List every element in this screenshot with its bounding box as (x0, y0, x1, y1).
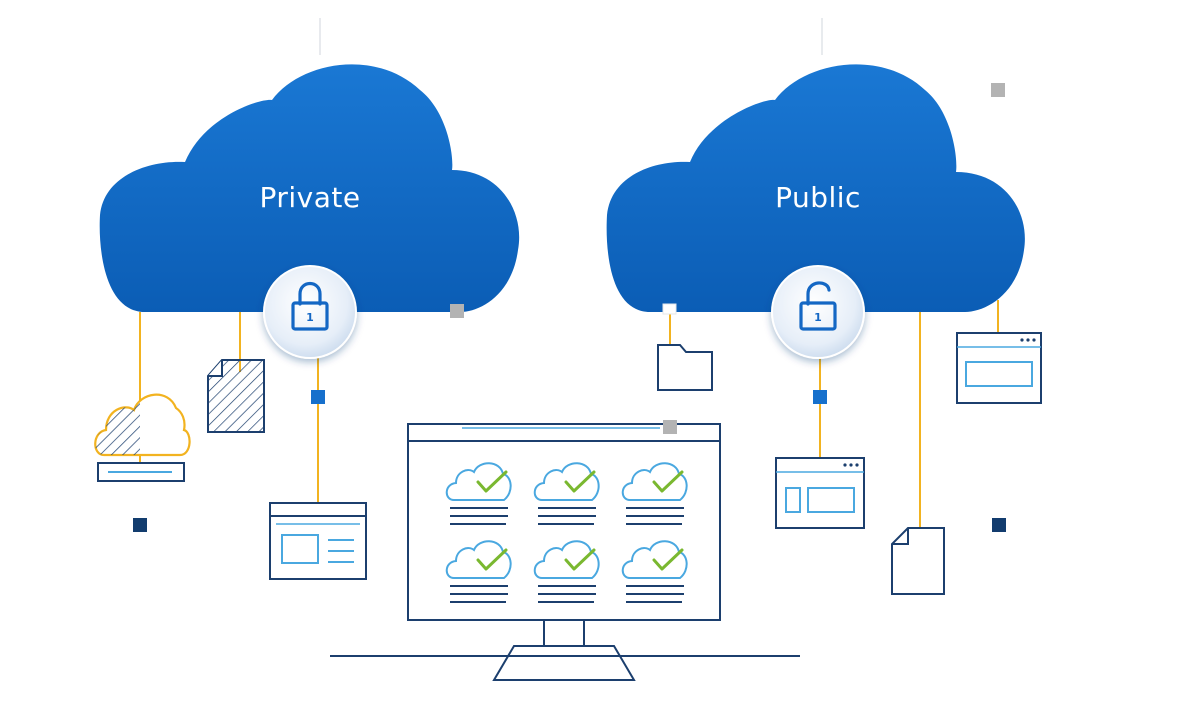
unlocked-icon: 1 (799, 281, 837, 331)
monitor-tile (621, 540, 688, 603)
private-cloud-storage-icon (94, 393, 191, 482)
marker-gray-2 (450, 304, 464, 318)
private-cloud: Private (99, 64, 520, 313)
document-icon (891, 527, 945, 595)
marker-navy-1 (133, 518, 147, 532)
monitor-neck (543, 619, 585, 647)
monitor (330, 423, 800, 681)
monitor-screen (407, 423, 721, 621)
cloud-check-icon (621, 540, 688, 579)
public-cloud-label: Public (775, 181, 861, 214)
marker-blue-2 (813, 390, 827, 404)
public-cloud-shape (606, 64, 1025, 313)
public-cloud: Public (606, 64, 1025, 313)
public-lock-digit: 1 (814, 311, 822, 324)
monitor-tile (445, 462, 512, 525)
private-cloud-label: Private (259, 181, 360, 214)
marker-navy-2 (992, 518, 1006, 532)
private-window-card (269, 502, 367, 580)
private-cloud-shape (99, 64, 520, 313)
public-window-card (775, 457, 865, 529)
cloud-check-icon (533, 540, 600, 579)
cloud-check-icon (533, 462, 600, 501)
private-lock-digit: 1 (306, 311, 314, 324)
monitor-tile (533, 540, 600, 603)
marker-white-outline (662, 303, 677, 315)
public-lock (771, 265, 865, 359)
private-lock (263, 265, 357, 359)
monitor-stand (492, 645, 636, 681)
marker-blue-1 (311, 390, 325, 404)
cloud-check-icon (445, 462, 512, 501)
public-window-card-right (956, 332, 1042, 404)
monitor-tile-grid (445, 462, 688, 603)
monitor-tile (533, 462, 600, 525)
marker-gray-1 (991, 83, 1005, 97)
monitor-tile (445, 540, 512, 603)
folder-icon (657, 344, 713, 391)
cloud-check-icon (445, 540, 512, 579)
hatched-document-icon (207, 359, 265, 433)
marker-gray-3 (663, 420, 677, 434)
cloud-check-icon (621, 462, 688, 501)
lock-icon: 1 (291, 281, 329, 331)
monitor-tile (621, 462, 688, 525)
